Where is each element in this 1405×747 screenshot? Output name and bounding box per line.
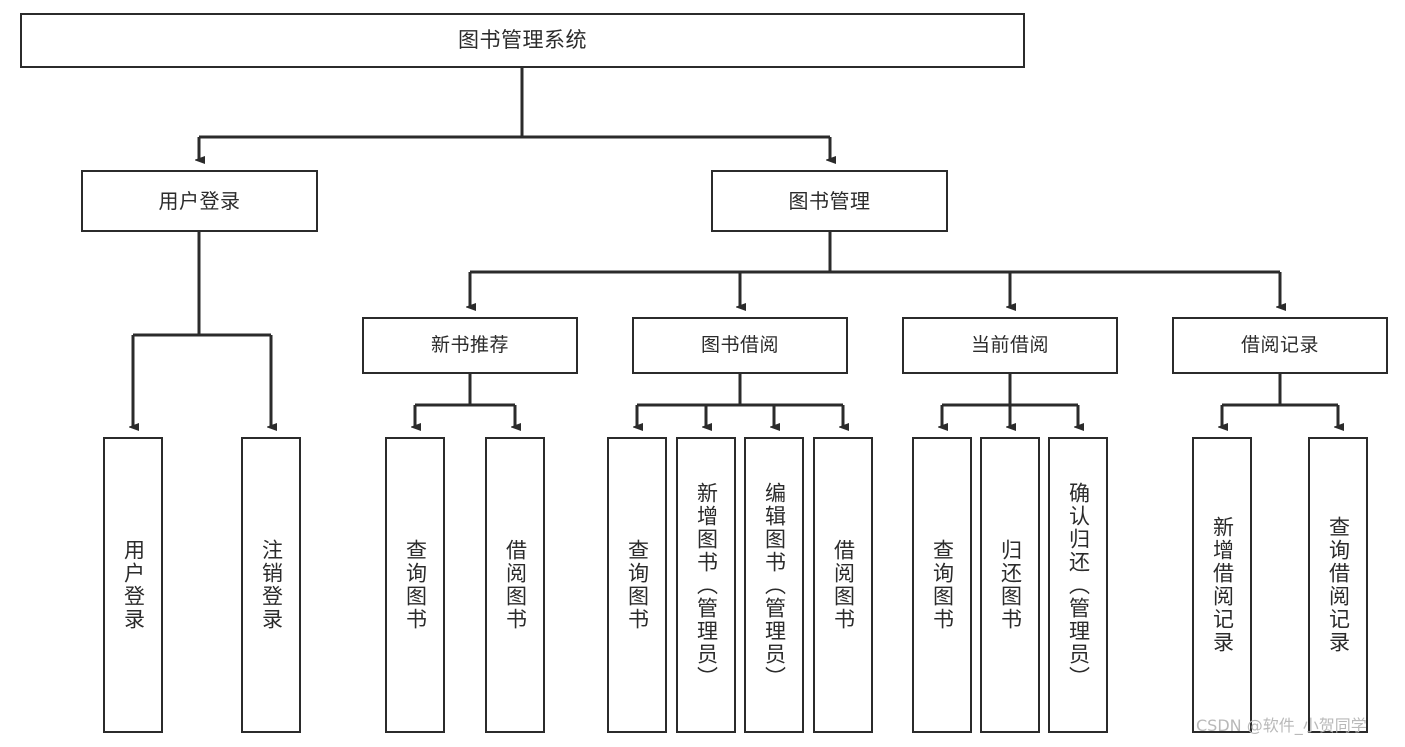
node-new-book-recommend[interactable]: 新书推荐	[362, 317, 578, 374]
node-label: 编辑图书（管理员）	[762, 481, 787, 689]
leaf-query-borrow-record[interactable]: 查询借阅记录	[1308, 437, 1368, 733]
node-label: 查询图书	[625, 539, 650, 631]
leaf-query-book-borrow[interactable]: 查询图书	[607, 437, 667, 733]
node-label: 借阅图书	[503, 539, 528, 631]
node-label: 用户登录	[158, 188, 241, 213]
node-current-borrow[interactable]: 当前借阅	[902, 317, 1118, 374]
node-borrow-record[interactable]: 借阅记录	[1172, 317, 1388, 374]
node-label: 查询图书	[930, 539, 955, 631]
node-user-login[interactable]: 用户登录	[81, 170, 318, 232]
leaf-confirm-return-admin[interactable]: 确认归还（管理员）	[1048, 437, 1108, 733]
watermark-text: CSDN @软件_小贺同学	[1196, 716, 1367, 735]
node-label: 图书借阅	[700, 333, 779, 356]
leaf-add-book-admin[interactable]: 新增图书（管理员）	[676, 437, 736, 733]
leaf-logout[interactable]: 注销登录	[241, 437, 301, 733]
node-book-borrow[interactable]: 图书借阅	[632, 317, 848, 374]
node-label: 注销登录	[259, 539, 284, 631]
node-label: 用户登录	[121, 539, 146, 631]
leaf-add-borrow-record[interactable]: 新增借阅记录	[1192, 437, 1252, 733]
leaf-query-book-recommend[interactable]: 查询图书	[385, 437, 445, 733]
leaf-user-login[interactable]: 用户登录	[103, 437, 163, 733]
node-label: 新增图书（管理员）	[694, 481, 719, 689]
node-label: 归还图书	[998, 539, 1023, 631]
node-label: 借阅记录	[1240, 333, 1319, 356]
node-label: 查询借阅记录	[1326, 516, 1351, 654]
leaf-return-book[interactable]: 归还图书	[980, 437, 1040, 733]
node-book-management[interactable]: 图书管理	[711, 170, 948, 232]
node-label: 图书管理	[788, 188, 871, 213]
node-label: 当前借阅	[970, 333, 1049, 356]
node-root-system[interactable]: 图书管理系统	[20, 13, 1025, 68]
node-label: 查询图书	[403, 539, 428, 631]
node-label: 确认归还（管理员）	[1066, 481, 1091, 689]
node-label: 新书推荐	[430, 333, 509, 356]
leaf-borrow-book[interactable]: 借阅图书	[813, 437, 873, 733]
node-label: 图书管理系统	[458, 27, 587, 52]
node-label: 新增借阅记录	[1210, 516, 1235, 654]
node-label: 借阅图书	[831, 539, 856, 631]
leaf-edit-book-admin[interactable]: 编辑图书（管理员）	[744, 437, 804, 733]
leaf-query-book-current[interactable]: 查询图书	[912, 437, 972, 733]
leaf-borrow-book-recommend[interactable]: 借阅图书	[485, 437, 545, 733]
